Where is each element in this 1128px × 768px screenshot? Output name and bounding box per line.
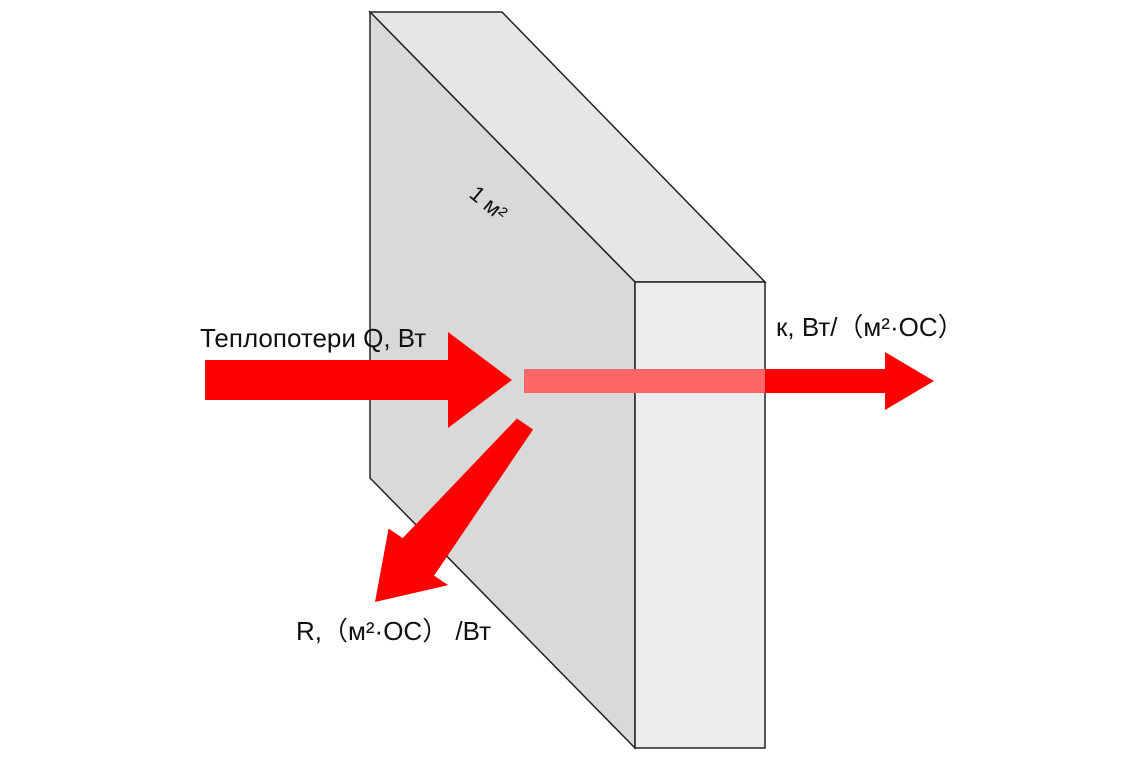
- transmittance-label: к, Вт/（м²·ОС）: [776, 312, 964, 342]
- transmittance-arrow: [765, 352, 934, 410]
- resistance-arrow: [375, 418, 534, 602]
- heat-loss-arrow: [205, 332, 512, 428]
- resistance-label: R,（м²·ОС） /Вт: [296, 616, 491, 646]
- transmitted-beam: [524, 369, 765, 393]
- wall-side-face: [634, 281, 766, 749]
- heat-loss-label: Теплопотери Q, Вт: [200, 323, 426, 353]
